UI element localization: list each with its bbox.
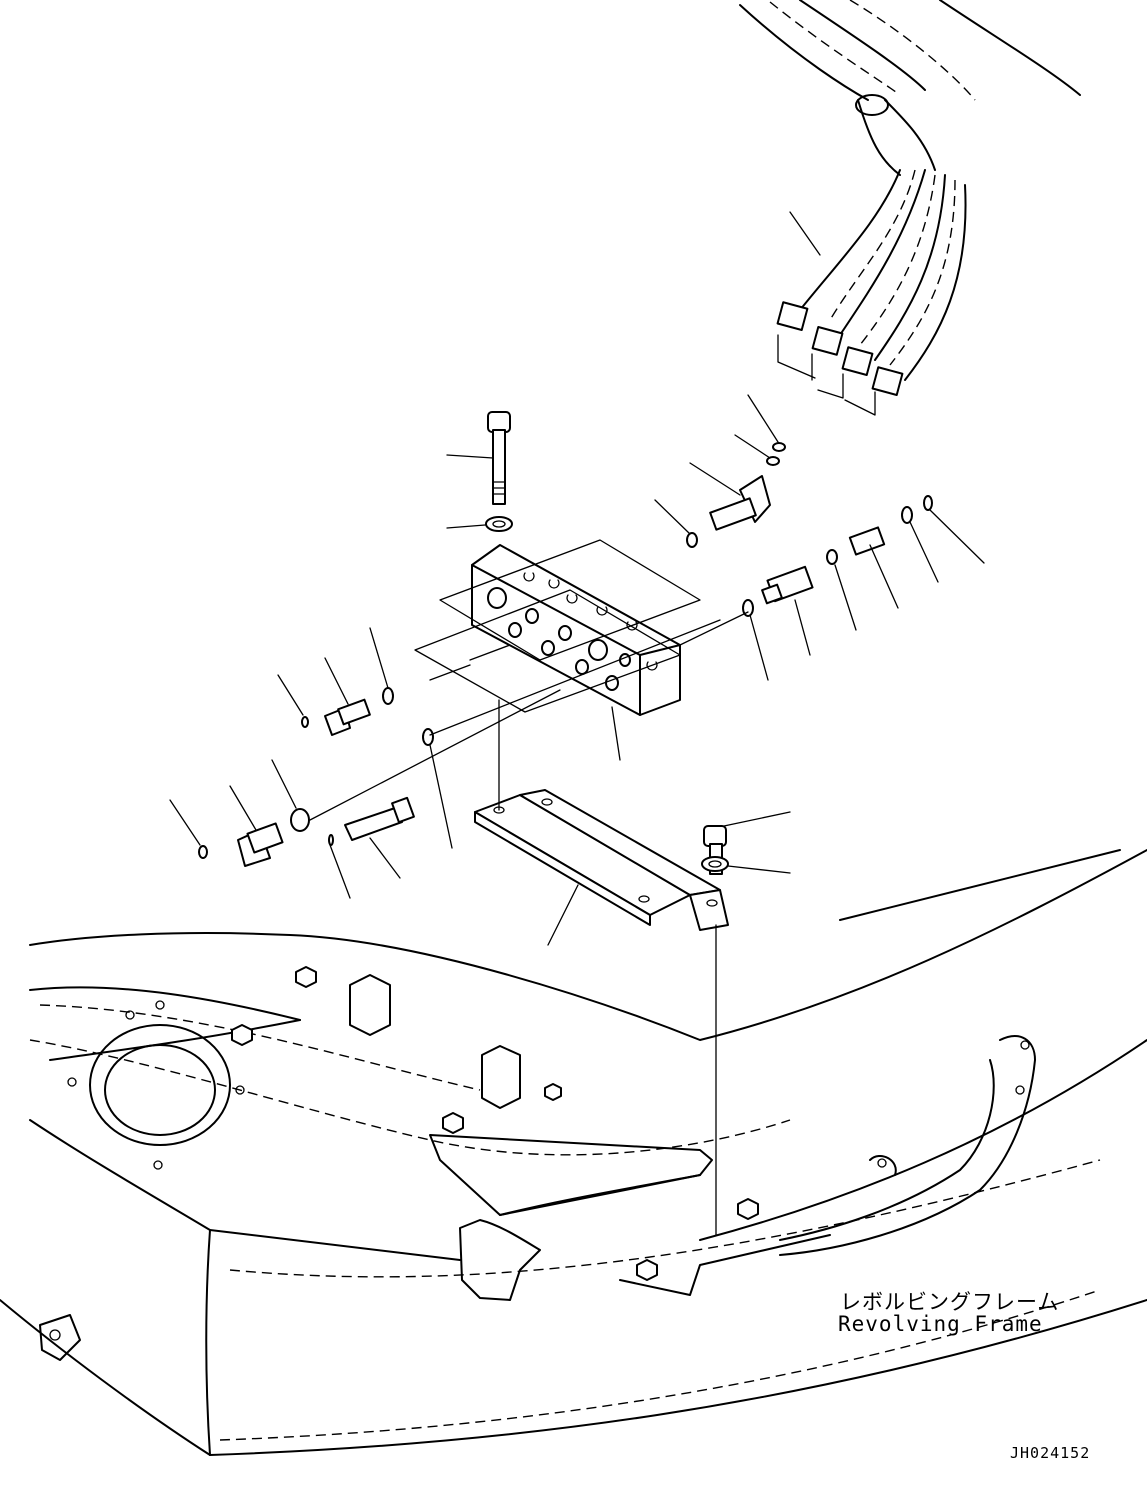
right-fittings	[654, 394, 985, 681]
hose-bundle	[739, 0, 1081, 416]
frame-label-english: Revolving Frame	[838, 1312, 1043, 1336]
bolt-lower	[701, 811, 791, 875]
manifold-block	[414, 539, 701, 761]
bracket	[474, 699, 729, 1236]
frame-label-japanese: レボルビングフレーム	[840, 1290, 1060, 1314]
revolving-frame	[0, 849, 1147, 1456]
bolt-upper	[446, 411, 513, 532]
left-fittings	[169, 619, 721, 899]
drawing-number: JH024152	[1010, 1444, 1091, 1462]
